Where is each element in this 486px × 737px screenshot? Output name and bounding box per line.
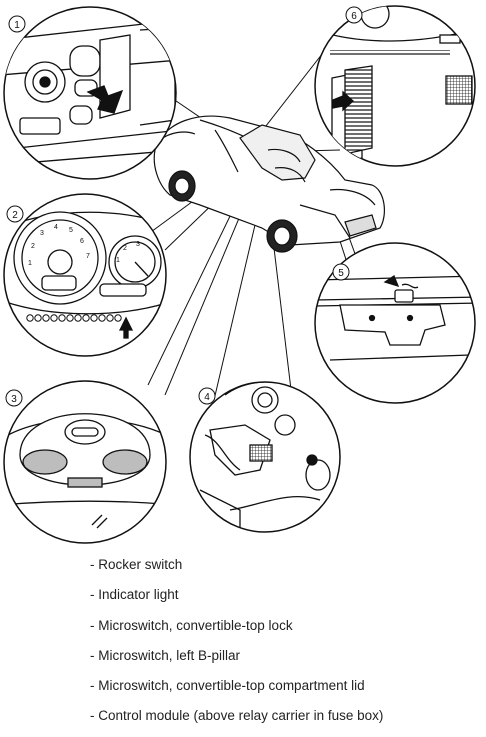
callout-number-6: 6 bbox=[351, 11, 357, 22]
component-legend: - Rocker switch - Indicator light - Micr… bbox=[90, 555, 480, 737]
legend-prefix: - bbox=[90, 678, 99, 694]
legend-prefix: - bbox=[90, 647, 99, 663]
gauge-right-tick-3: 3 bbox=[136, 241, 140, 248]
gauge-left-tick-2: 2 bbox=[31, 243, 35, 250]
legend-item-1: - Rocker switch bbox=[90, 555, 480, 585]
legend-label-compartment-lid-microswitch: Microswitch, convertible-top compartment… bbox=[98, 678, 365, 694]
callout-number-5: 5 bbox=[338, 268, 344, 279]
detail-5-compartment-lid-microswitch: 5 bbox=[314, 242, 476, 404]
gauge-left-tick-4: 4 bbox=[54, 224, 58, 231]
gauge-left-tick-7: 7 bbox=[86, 253, 90, 260]
gauge-right-tick-2: 2 bbox=[123, 245, 127, 252]
callout-number-1: 1 bbox=[14, 20, 20, 31]
legend-item-3: - Microswitch, convertible-top lock bbox=[90, 616, 480, 646]
legend-item-2: - Indicator light bbox=[90, 585, 480, 615]
legend-label-control-module: Control module (above relay carrier in f… bbox=[98, 708, 384, 724]
detail-1-rocker-switch: 1 bbox=[3, 6, 177, 180]
detail-3-top-lock-microswitch: 3 bbox=[3, 380, 167, 544]
legend-item-5: - Microswitch, convertible-top compartme… bbox=[90, 676, 480, 706]
legend-prefix: - bbox=[90, 557, 99, 572]
detail-6-control-module: 6 bbox=[314, 5, 476, 167]
legend-label-indicator-light: Indicator light bbox=[98, 587, 179, 603]
legend-prefix: - bbox=[90, 587, 99, 603]
legend-prefix: - bbox=[90, 708, 99, 724]
legend-label-top-lock-microswitch: Microswitch, convertible-top lock bbox=[98, 617, 293, 633]
indicator-light-row bbox=[26, 314, 122, 322]
detail-4-b-pillar-microswitch: 4 bbox=[189, 381, 341, 533]
callout-number-4: 4 bbox=[204, 392, 210, 403]
legend-prefix: - bbox=[90, 617, 99, 633]
legend-label-rocker-switch: Rocker switch bbox=[98, 557, 183, 572]
callout-number-3: 3 bbox=[11, 394, 17, 405]
gauge-right-tick-1: 1 bbox=[116, 257, 120, 264]
legend-label-b-pillar-microswitch: Microswitch, left B-pillar bbox=[98, 647, 241, 663]
gauge-left-tick-6: 6 bbox=[80, 238, 84, 245]
gauge-left-tick-1: 1 bbox=[28, 260, 32, 267]
legend-item-6: - Control module (above relay carrier in… bbox=[90, 706, 480, 736]
detail-2-indicator-light: 1 2 3 4 5 6 7 1 2 3 2 bbox=[3, 193, 167, 357]
car-illustration bbox=[153, 115, 386, 253]
callout-number-2: 2 bbox=[12, 210, 18, 221]
gauge-left-tick-5: 5 bbox=[69, 227, 73, 234]
legend-item-4: - Microswitch, left B-pillar bbox=[90, 646, 480, 676]
gauge-left-tick-3: 3 bbox=[40, 230, 44, 237]
